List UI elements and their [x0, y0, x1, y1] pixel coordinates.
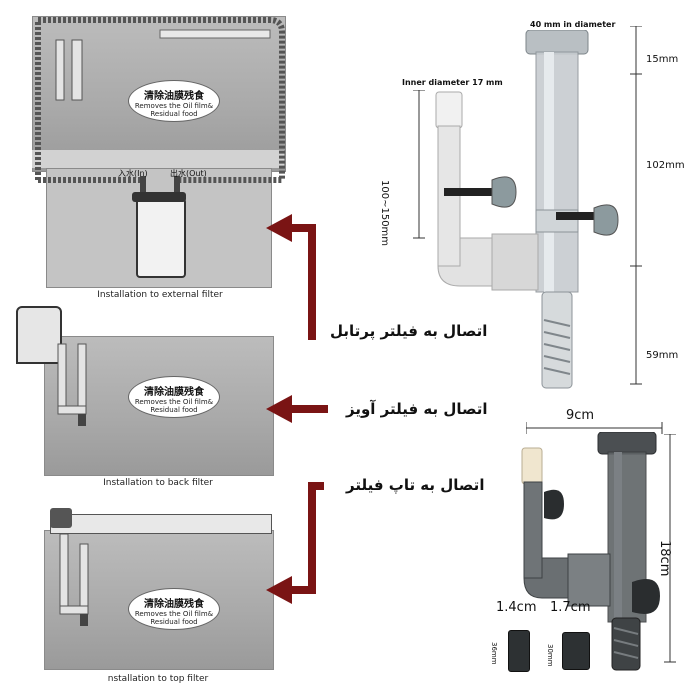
inner-diameter-label: Inner diameter 17 mm	[402, 78, 503, 87]
segment-top-label: 15mm	[646, 54, 679, 65]
farsi-label-back: اتصال به فیلتر آویز	[346, 400, 488, 418]
top-filter-pump-head	[50, 508, 72, 528]
back-filter-hang-on-box	[16, 306, 62, 364]
top-filter-tray	[50, 514, 272, 534]
back-filter-bubble-en2: Residual food	[150, 406, 198, 414]
back-filter-bubble-cn: 清除油膜残食	[144, 387, 204, 398]
height-dimension-line	[664, 434, 676, 663]
arrow-top	[266, 482, 324, 604]
farsi-label-external: اتصال به فیلتر پرتابل	[330, 322, 488, 340]
segment-bottom-label: 59mm	[646, 350, 679, 361]
external-filter-in-label: 入水(In)	[118, 169, 148, 178]
back-filter-caption: Installation to back filter	[103, 478, 213, 488]
width-label: 9cm	[566, 408, 595, 423]
width-dimension-line	[526, 422, 663, 434]
top-filter-bubble-cn: 清除油膜残食	[144, 599, 204, 610]
height-range-label: 100~150mm	[379, 180, 390, 247]
small-adapter	[508, 630, 530, 672]
clear-skimmer-product	[435, 30, 619, 389]
external-filter-caption: Installation to external filter	[97, 290, 223, 300]
top-filter-skimmer-pipe	[59, 534, 89, 626]
top-filter-bubble-en1: Removes the Oil film&	[134, 610, 214, 618]
small-adapter-height-label: 36mm	[490, 642, 498, 665]
product-top-dimension-lines	[630, 26, 642, 385]
arrow-external	[266, 214, 316, 340]
top-filter-bubble-en2: Residual food	[150, 618, 198, 626]
external-filter-tank-rim	[32, 150, 284, 168]
back-filter-bubble-en1: Removes the Oil film&	[134, 398, 214, 406]
farsi-label-top: اتصال به تاپ فیلتر	[346, 476, 485, 494]
segment-mid-label: 102mm	[646, 160, 685, 171]
back-filter-skimmer-pipe	[57, 343, 87, 426]
external-filter-canister-lid	[132, 192, 186, 202]
external-filter-bubble-en1: Removes the Oil film&	[134, 102, 214, 110]
external-filter-out-label: 出水(Out)	[170, 169, 207, 178]
outer-diameter-label: 40 mm in diameter	[530, 20, 616, 29]
top-filter-caption: nstallation to top filter	[107, 674, 209, 684]
external-filter-info-bubble: 清除油膜残食 Removes the Oil film& Residual fo…	[128, 80, 220, 122]
external-filter-bubble-cn: 清除油膜残食	[144, 91, 204, 102]
back-filter-info-bubble: 清除油膜残食 Removes the Oil film& Residual fo…	[128, 376, 220, 418]
large-adapter	[562, 632, 590, 670]
arrow-back	[266, 395, 328, 423]
top-filter-info-bubble: 清除油膜残食 Removes the Oil film& Residual fo…	[128, 588, 220, 630]
large-adapter-size-label: 1.7cm	[550, 600, 591, 615]
inner-height-dimension-line	[413, 90, 425, 239]
external-filter-canister	[136, 198, 186, 278]
external-filter-bubble-en2: Residual food	[150, 110, 198, 118]
external-filter-tubing	[35, 17, 285, 192]
dark-skimmer-product	[521, 432, 660, 671]
large-adapter-height-label: 30mm	[546, 644, 554, 667]
small-adapter-size-label: 1.4cm	[496, 600, 537, 615]
